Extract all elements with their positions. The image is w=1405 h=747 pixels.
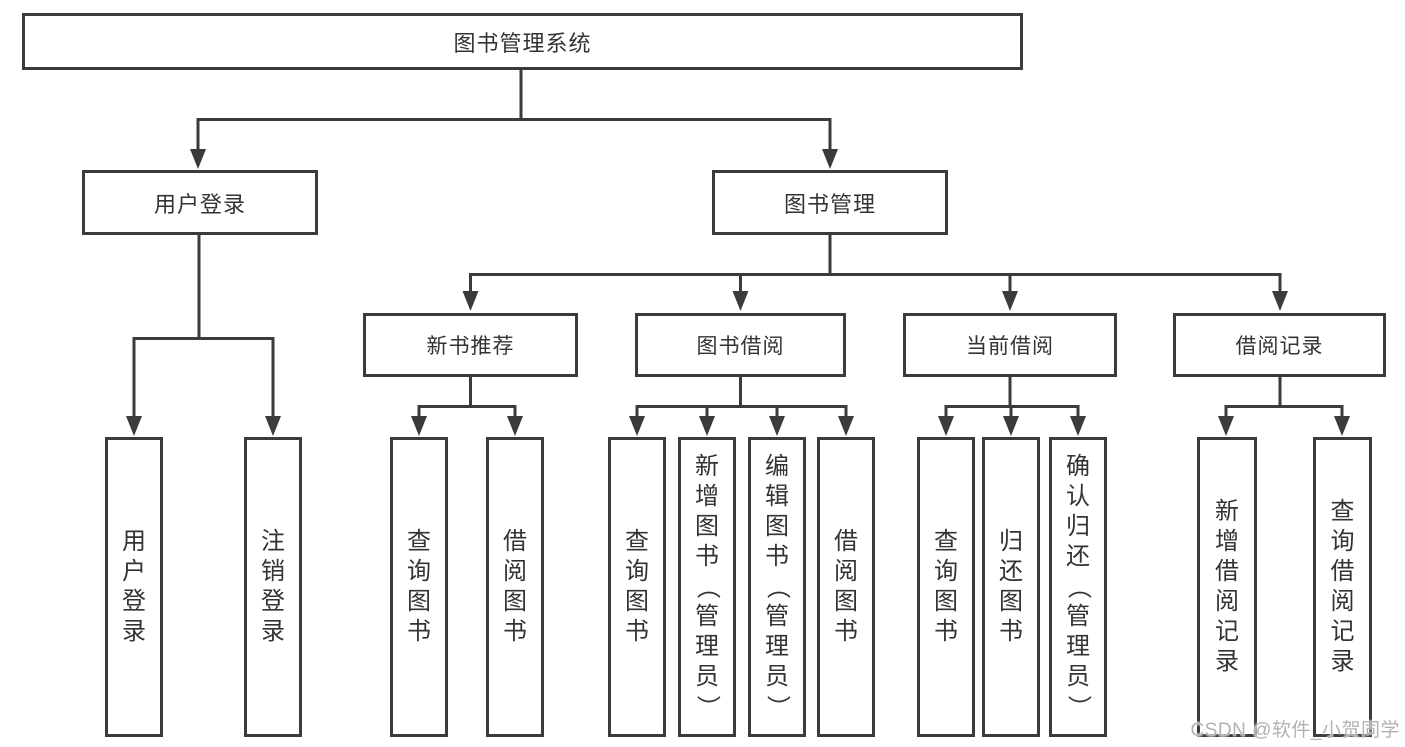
node-query-borrow-record: 查询借阅记录: [1313, 437, 1372, 737]
node-add-book-admin: 新增图书（管理员）: [678, 437, 736, 737]
node-new-book-recommend: 新书推荐: [363, 313, 578, 377]
node-add-borrow-record: 新增借阅记录: [1197, 437, 1257, 737]
node-book-borrowing: 图书借阅: [635, 313, 846, 377]
node-current-borrowing: 当前借阅: [903, 313, 1117, 377]
node-return-books: 归还图书: [982, 437, 1040, 737]
node-edit-book-admin: 编辑图书（管理员）: [748, 437, 806, 737]
node-current-query-books: 查询图书: [917, 437, 975, 737]
node-borrowing-query-books: 查询图书: [608, 437, 666, 737]
node-book-management: 图书管理: [712, 170, 948, 235]
node-recommend-borrow-books: 借阅图书: [486, 437, 544, 737]
node-borrow-records: 借阅记录: [1173, 313, 1386, 377]
watermark: CSDN @软件_小贺同学: [1190, 720, 1400, 741]
node-confirm-return-admin: 确认归还（管理员）: [1049, 437, 1107, 737]
node-user-login-leaf: 用户登录: [105, 437, 163, 737]
node-logout: 注销登录: [244, 437, 302, 737]
node-borrowing-borrow-books: 借阅图书: [817, 437, 875, 737]
node-recommend-query-books: 查询图书: [390, 437, 448, 737]
node-user-login: 用户登录: [82, 170, 318, 235]
node-root: 图书管理系统: [22, 13, 1023, 70]
